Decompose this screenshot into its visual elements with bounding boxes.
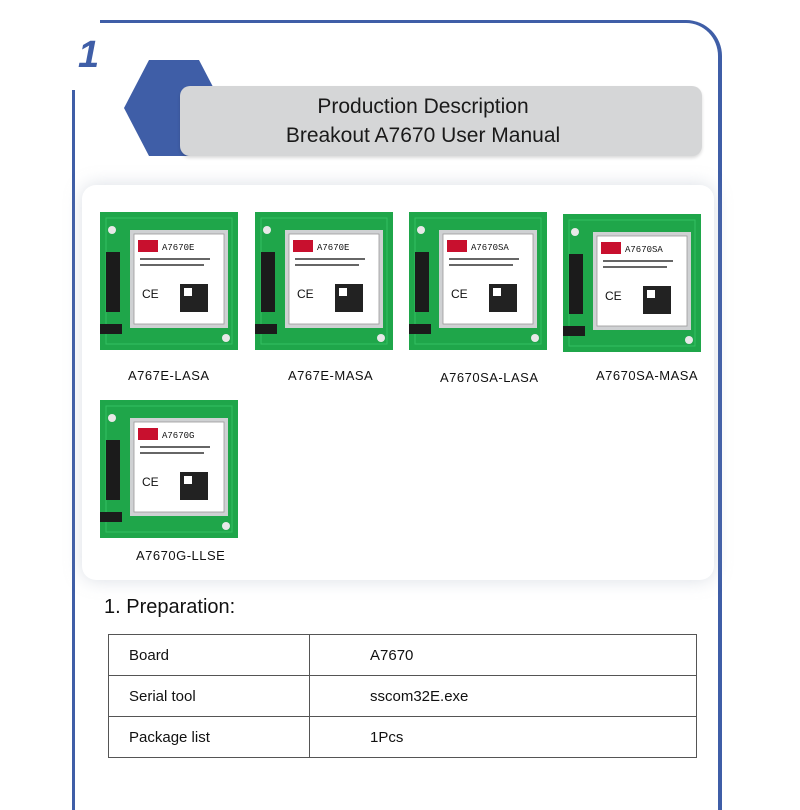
board-chip-label: A7670SA	[625, 245, 663, 255]
frame-gap	[60, 0, 100, 90]
board-chip-label: A7670SA	[471, 243, 509, 253]
header-subtitle: Breakout A7670 User Manual	[285, 124, 561, 147]
board-chip-label: A7670E	[317, 243, 349, 253]
preparation-table: Board A7670 Serial tool sscom32E.exe Pac…	[108, 634, 697, 758]
board-caption-3: A7670SA-LASA	[440, 370, 539, 385]
row-value: A7670	[309, 634, 697, 676]
board-image-4: A7670SA CE	[563, 214, 701, 352]
header-title: Production Description	[317, 95, 529, 118]
board-image-2: A7670E CE	[255, 212, 393, 350]
table-row: Board A7670	[108, 634, 697, 676]
row-label: Package list	[108, 716, 310, 758]
board-image-5: A7670G CE	[100, 400, 238, 538]
svg-text:CE: CE	[297, 287, 314, 301]
svg-text:CE: CE	[142, 287, 159, 301]
row-label: Serial tool	[108, 675, 310, 717]
header-box: Production Description Breakout A7670 Us…	[180, 86, 702, 156]
board-caption-5: A7670G-LLSE	[136, 548, 226, 563]
board-chip-label: A7670G	[162, 431, 194, 441]
row-value: sscom32E.exe	[309, 675, 697, 717]
row-label: Board	[108, 634, 310, 676]
row-value: 1Pcs	[309, 716, 697, 758]
table-row: Serial tool sscom32E.exe	[108, 675, 697, 717]
page-number: 1	[78, 34, 100, 76]
board-caption-4: A7670SA-MASA	[596, 368, 699, 383]
svg-text:CE: CE	[451, 287, 468, 301]
board-image-3: A7670SA CE	[409, 212, 547, 350]
board-image-1: A7670E CE	[100, 212, 238, 350]
section-title: 1. Preparation:	[104, 596, 236, 618]
table-row: Package list 1Pcs	[108, 716, 697, 758]
svg-text:CE: CE	[605, 289, 622, 303]
board-caption-2: A767E-MASA	[288, 368, 374, 383]
svg-text:CE: CE	[142, 475, 159, 489]
page-frame	[72, 20, 722, 810]
board-chip-label: A7670E	[162, 243, 194, 253]
board-caption-1: A767E-LASA	[128, 368, 210, 383]
